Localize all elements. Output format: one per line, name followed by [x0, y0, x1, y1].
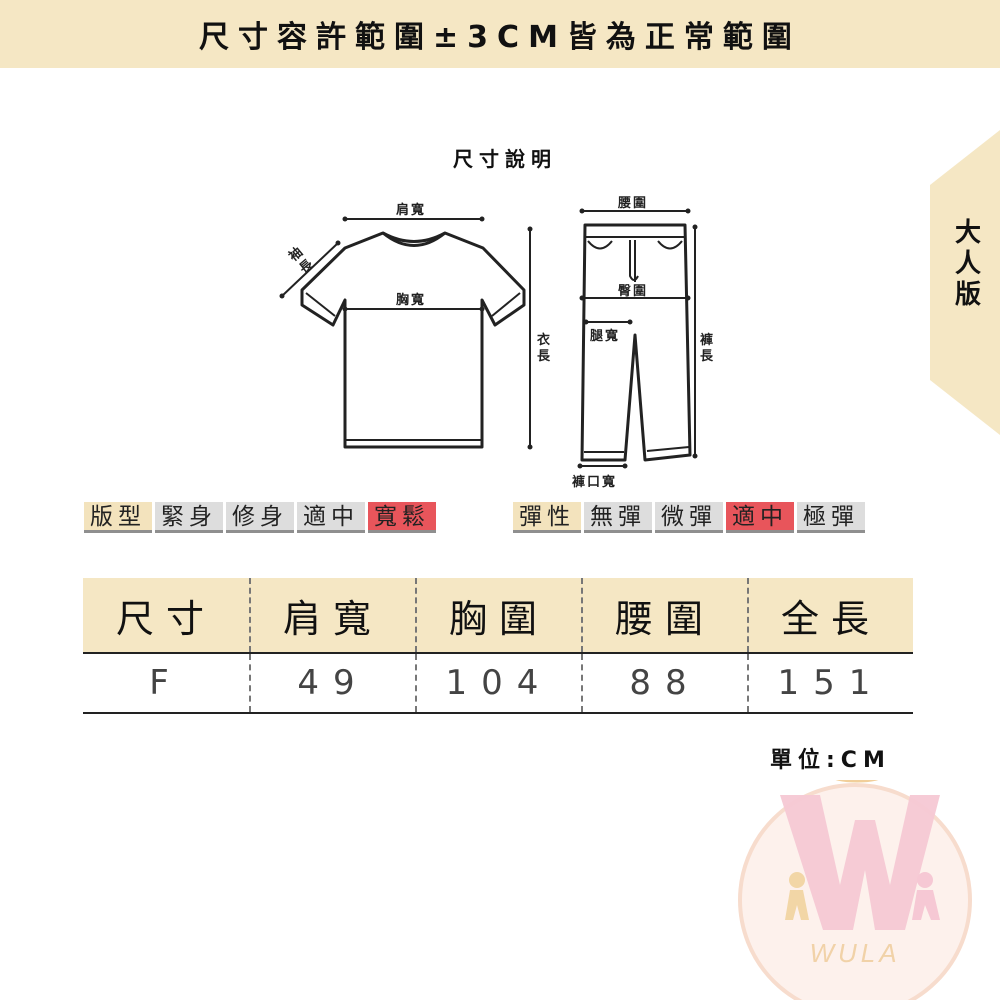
- fit-rating-label: 版型: [84, 502, 152, 533]
- shirt-measure-lines: [281, 218, 531, 447]
- size-guide-title: 尺寸說明: [453, 147, 557, 171]
- header-chest: 胸圍: [415, 578, 581, 652]
- fit-option-regular: 適中: [297, 502, 365, 533]
- fit-option-slim: 修身: [226, 502, 294, 533]
- garment-diagram: [279, 208, 698, 469]
- pants-icon: [580, 223, 692, 462]
- stretch-rating-label: 彈性: [513, 502, 581, 533]
- header-shoulder: 肩寬: [249, 578, 415, 652]
- fit-option-loose: 寬鬆: [368, 502, 436, 533]
- fit-option-tight: 緊身: [155, 502, 223, 533]
- chest-label: 胸寬: [396, 293, 427, 308]
- wula-logo: WULA: [738, 780, 972, 1000]
- unit-label: 單位:CM: [770, 748, 891, 773]
- table-header-row: 尺寸 肩寬 胸圍 腰圍 全長: [83, 578, 913, 654]
- cell-length: 151: [747, 654, 913, 712]
- pants-measure-lines: [580, 210, 696, 467]
- logo-text: WULA: [809, 938, 900, 968]
- cell-shoulder: 49: [249, 654, 415, 712]
- size-table: 尺寸 肩寬 胸圍 腰圍 全長 F 49 104 88 151: [83, 578, 913, 714]
- header-size: 尺寸: [115, 596, 216, 641]
- waist-label: 腰圍: [618, 196, 649, 211]
- tab-shape: [930, 130, 1000, 435]
- fit-rating: 版型 緊身 修身 適中 寬鬆: [84, 502, 439, 533]
- shoulder-label: 肩寬: [396, 203, 427, 218]
- cell-waist: 88: [581, 654, 747, 712]
- stretch-option-moderate: 適中: [726, 502, 794, 533]
- stretch-option-slight: 微彈: [655, 502, 723, 533]
- hip-label: 臀圍: [618, 284, 649, 299]
- tolerance-banner: 尺寸容許範圍±3CM皆為正常範圍: [0, 0, 1000, 68]
- shirt-length-label: 衣長: [537, 333, 551, 364]
- stretch-rating: 彈性 無彈 微彈 適中 極彈: [513, 502, 868, 533]
- adult-version-tab: 大人版: [930, 130, 1000, 435]
- pants-length-label: 褲長: [700, 333, 714, 364]
- adult-version-label: 大人版: [954, 218, 981, 310]
- stretch-option-high: 極彈: [797, 502, 865, 533]
- header-waist: 腰圍: [581, 578, 747, 652]
- hem-label: 褲口寬: [572, 475, 618, 490]
- table-row: F 49 104 88 151: [83, 654, 913, 714]
- tshirt-icon: [300, 231, 526, 449]
- cell-chest: 104: [415, 654, 581, 712]
- stretch-option-none: 無彈: [584, 502, 652, 533]
- header-length: 全長: [747, 578, 913, 652]
- cell-size: F: [149, 663, 183, 703]
- thigh-label: 腿寬: [590, 329, 621, 344]
